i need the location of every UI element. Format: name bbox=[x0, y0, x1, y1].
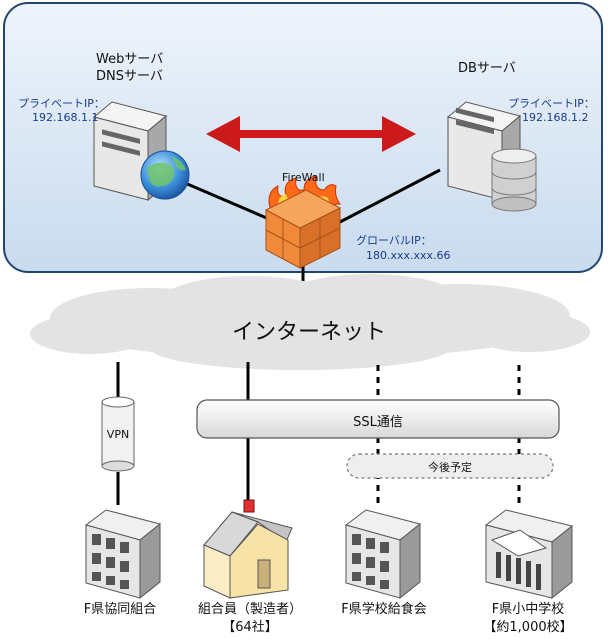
site-cooperative-line1: F県協同組合 bbox=[83, 602, 157, 617]
db-private-ip-label: プライベートIP： bbox=[508, 97, 595, 110]
firewall-icon bbox=[264, 175, 342, 269]
web-private-ip-value: 192.168.1.1 bbox=[32, 111, 99, 124]
web-server-label-line1: Webサーバ bbox=[96, 52, 164, 67]
site-member-line1: 組合員（製造者） bbox=[197, 602, 303, 617]
web-server-label-line2: DNSサーバ bbox=[96, 69, 163, 84]
site-school-label: F県小中学校 【約1,000校】 bbox=[483, 601, 572, 637]
vpn-tube bbox=[101, 396, 135, 472]
site-cooperative-label: F県協同組合 bbox=[84, 601, 156, 619]
site-member-line2: 【64社】 bbox=[222, 620, 278, 635]
planned-label: 今後予定 bbox=[428, 461, 472, 474]
planned-bar bbox=[346, 453, 554, 479]
db-private-ip-value: 192.168.1.2 bbox=[522, 111, 589, 124]
lunch-association-building-icon bbox=[344, 509, 422, 600]
web-private-ip-label: プライベートIP： bbox=[18, 97, 105, 110]
site-lunch-label: F県学校給食会 bbox=[341, 601, 426, 619]
web-server-icon bbox=[92, 101, 190, 202]
site-lunch-line1: F県学校給食会 bbox=[341, 602, 427, 617]
member-house-icon bbox=[203, 499, 293, 599]
internet-cloud bbox=[30, 274, 590, 370]
db-server-label: DBサーバ bbox=[458, 61, 516, 76]
global-ip-label: グローバルIP： bbox=[356, 234, 432, 247]
school-building-icon bbox=[484, 509, 574, 600]
db-server-icon bbox=[446, 101, 537, 212]
ssl-bar bbox=[196, 399, 560, 439]
global-ip-value: 180.xxx.xxx.66 bbox=[366, 249, 451, 262]
ssl-label: SSL通信 bbox=[353, 415, 403, 430]
site-member-label: 組合員（製造者） 【64社】 bbox=[198, 601, 302, 637]
cooperative-building-icon bbox=[84, 509, 162, 600]
firewall-label: FireWall bbox=[282, 171, 325, 184]
internet-label: インターネット bbox=[232, 320, 387, 345]
vpn-label: VPN bbox=[106, 428, 130, 441]
web-server-label: Webサーバ DNSサーバ bbox=[96, 51, 163, 85]
replication-arrow bbox=[206, 116, 416, 152]
site-school-line2: 【約1,000校】 bbox=[483, 620, 573, 635]
site-school-line1: F県小中学校 bbox=[491, 602, 565, 617]
db-to-firewall-line bbox=[337, 168, 441, 225]
